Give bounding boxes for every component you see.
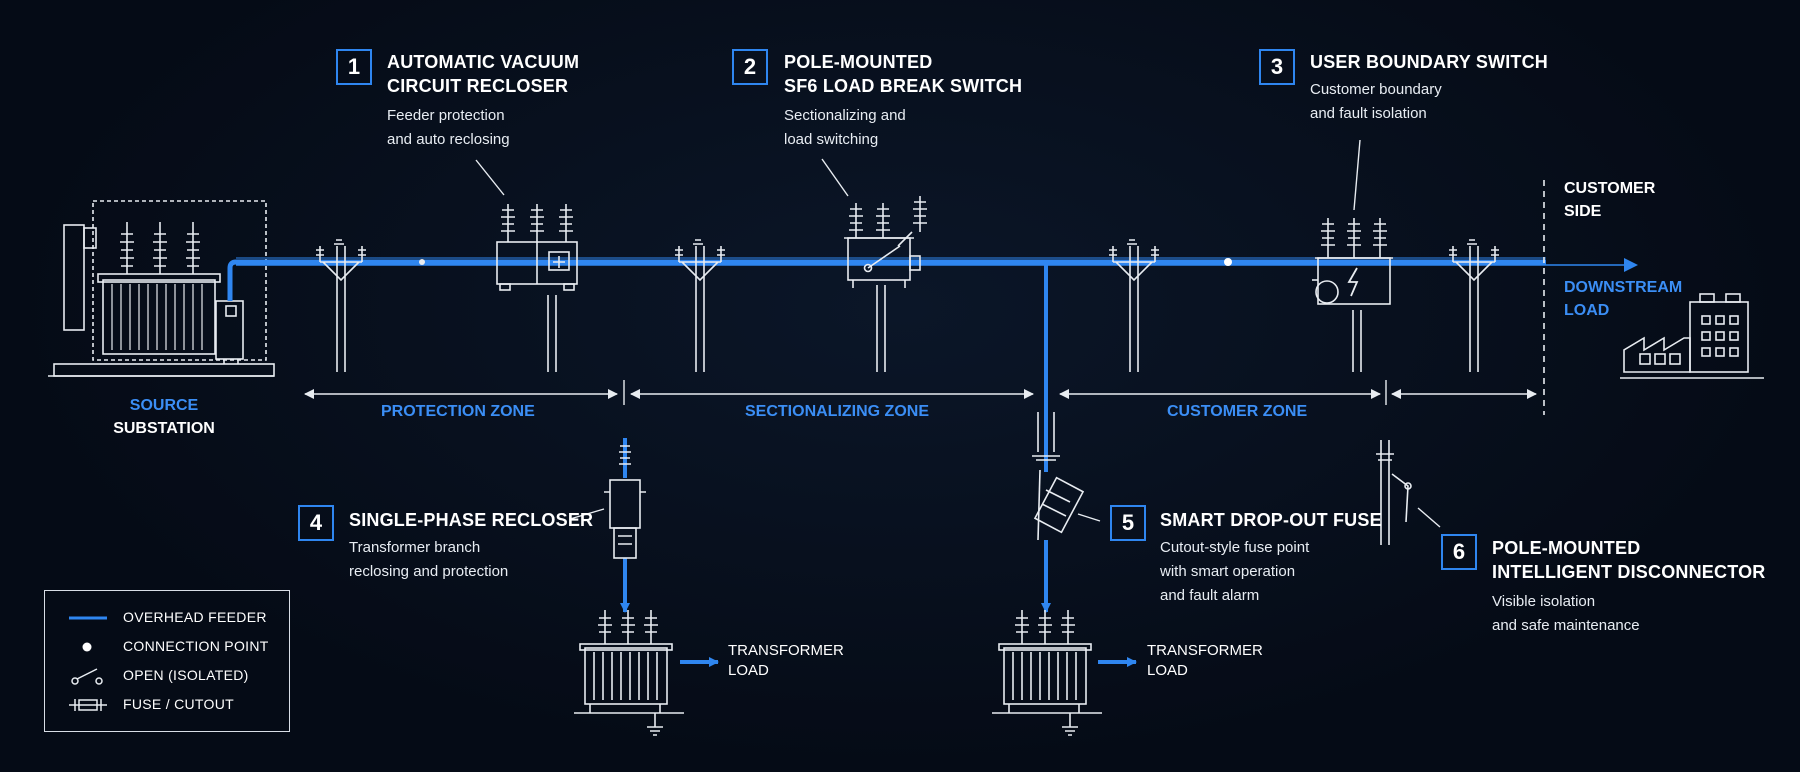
device-1-title-line1: AUTOMATIC VACUUM (387, 52, 580, 72)
device-2-desc-line2: load switching (784, 131, 879, 148)
device-2-number-badge: 2 (732, 49, 768, 85)
device-4-title-line1: SINGLE-PHASE RECLOSER (349, 510, 594, 530)
legend: OVERHEAD FEEDER CONNECTION POINT OPEN (I… (44, 590, 290, 732)
substation-icon (48, 200, 275, 377)
device-1-desc-line1: Feeder protection (387, 107, 505, 124)
customer-side-label: CUSTOMER SIDE (1564, 177, 1655, 223)
device-4-desc-line2: reclosing and protection (349, 563, 509, 580)
device-2-title-line1: POLE-MOUNTED (784, 52, 933, 72)
downstream-load-label: DOWNSTREAM LOAD (1564, 276, 1682, 322)
transformer-load-label-2: TRANSFORMER LOAD (1147, 641, 1263, 681)
pole-7 (1449, 239, 1499, 372)
transformer-load-label-1: TRANSFORMER LOAD (728, 641, 844, 681)
customer-side-line1: CUSTOMER (1564, 180, 1656, 197)
protection-zone-label: PROTECTION ZONE (381, 403, 535, 420)
connection-point-2 (1224, 258, 1232, 266)
single-phase-recloser-icon (569, 445, 646, 559)
source-substation-label: SOURCE SUBSTATION (110, 394, 218, 440)
device-3-desc-line2: and fault isolation (1310, 105, 1427, 122)
legend-row-open: OPEN (ISOLATED) (45, 664, 289, 688)
pole-6 (1352, 310, 1362, 372)
connection-point-1 (419, 259, 425, 265)
intelligent-disconnector-icon (1376, 440, 1441, 545)
transformer-load-1-line1: TRANSFORMER (728, 642, 844, 659)
customer-zone-label: CUSTOMER ZONE (1167, 403, 1308, 420)
device-6-title-line2: INTELLIGENT DISCONNECTOR (1492, 562, 1766, 582)
legend-label-feeder: OVERHEAD FEEDER (123, 609, 267, 625)
open-switch-symbol-icon (71, 668, 103, 685)
downstream-line1: DOWNSTREAM (1564, 279, 1683, 296)
customer-side-line2: SIDE (1564, 203, 1602, 220)
device-6-number-badge: 6 (1441, 534, 1477, 570)
device-5-number-badge: 5 (1110, 505, 1146, 541)
device-1-callout: AUTOMATIC VACUUM CIRCUIT RECLOSER Feeder… (387, 50, 579, 152)
vacuum-recloser-icon (475, 159, 578, 291)
device-5-callout: SMART DROP-OUT FUSE Cutout-style fuse po… (1160, 508, 1382, 608)
device-5-title-line1: SMART DROP-OUT FUSE (1160, 510, 1382, 530)
device-3-number-badge: 3 (1259, 49, 1295, 85)
device-6-callout: POLE-MOUNTED INTELLIGENT DISCONNECTOR Vi… (1492, 536, 1765, 638)
smart-dropout-fuse-icon (1032, 412, 1101, 541)
device-5-desc-line2: with smart operation (1160, 563, 1296, 580)
device-4-number-badge: 4 (298, 505, 334, 541)
pole-2 (547, 295, 557, 372)
device-3-callout: USER BOUNDARY SWITCH Customer boundary a… (1310, 50, 1548, 126)
transformer-2-icon (992, 610, 1102, 736)
device-3-title-line1: USER BOUNDARY SWITCH (1310, 52, 1549, 72)
legend-label-fuse: FUSE / CUTOUT (123, 696, 234, 712)
source-label-line1: SOURCE (129, 397, 199, 414)
device-1-title-line2: CIRCUIT RECLOSER (387, 76, 569, 96)
device-4-callout: SINGLE-PHASE RECLOSER Transformer branch… (349, 508, 593, 584)
legend-label-connection: CONNECTION POINT (123, 638, 269, 654)
source-label-line2: SUBSTATION (113, 420, 215, 437)
device-6-desc-line1: Visible isolation (1492, 593, 1596, 610)
transformer-load-2-line1: TRANSFORMER (1147, 642, 1263, 659)
legend-row-fuse: FUSE / CUTOUT (45, 693, 289, 717)
device-6-desc-line2: and safe maintenance (1492, 617, 1640, 634)
legend-row-feeder: OVERHEAD FEEDER (45, 606, 289, 630)
connection-point-dot-icon (82, 642, 92, 652)
device-1-desc-line2: and auto reclosing (387, 131, 510, 148)
overhead-feeder-line-icon (69, 616, 107, 620)
downstream-line2: LOAD (1564, 302, 1610, 319)
device-2-callout: POLE-MOUNTED SF6 LOAD BREAK SWITCH Secti… (784, 50, 1022, 152)
device-3-desc-line1: Customer boundary (1310, 81, 1442, 98)
pole-1 (316, 239, 366, 372)
transformer-1-icon (574, 610, 684, 736)
device-5-desc-line1: Cutout-style fuse point (1160, 539, 1310, 556)
transformer-load-1-line2: LOAD (728, 662, 769, 679)
user-boundary-switch-icon (1312, 139, 1393, 305)
legend-row-connection: CONNECTION POINT (45, 635, 289, 659)
device-2-desc-line1: Sectionalizing and (784, 107, 906, 124)
transformer-load-2-line2: LOAD (1147, 662, 1188, 679)
factory-icon (1620, 293, 1764, 379)
sf6-load-break-switch-icon (821, 158, 927, 288)
zone-dimension-lines (304, 380, 1537, 405)
pole-4 (876, 285, 886, 372)
overhead-feeder-main (227, 257, 1638, 301)
device-4-desc-line1: Transformer branch (349, 539, 481, 556)
sectionalizing-zone-label: SECTIONALIZING ZONE (745, 403, 929, 420)
device-5-desc-line3: and fault alarm (1160, 587, 1260, 604)
fuse-cutout-symbol-icon (69, 699, 107, 711)
pole-3 (675, 239, 725, 372)
legend-label-open: OPEN (ISOLATED) (123, 667, 249, 683)
device-2-title-line2: SF6 LOAD BREAK SWITCH (784, 76, 1023, 96)
device-1-number-badge: 1 (336, 49, 372, 85)
device-6-title-line1: POLE-MOUNTED (1492, 538, 1641, 558)
pole-5 (1109, 239, 1159, 372)
